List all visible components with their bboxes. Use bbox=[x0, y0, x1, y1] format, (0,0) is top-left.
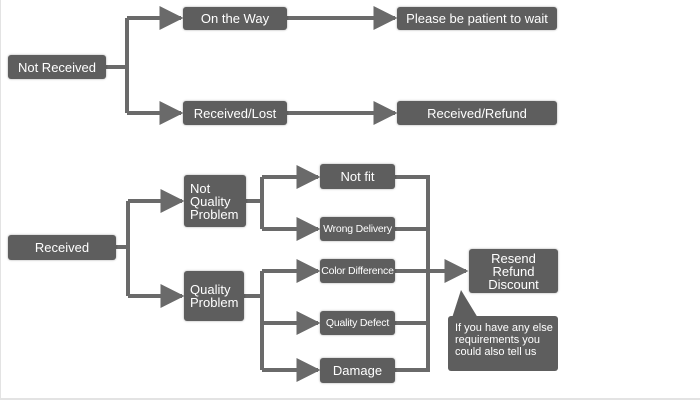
node-received-lost: Received/Lost bbox=[183, 101, 287, 125]
node-not-quality-problem: Not Quality Problem bbox=[184, 175, 246, 227]
frame-left-edge bbox=[0, 0, 1, 400]
node-damage: Damage bbox=[320, 358, 395, 383]
node-not-fit: Not fit bbox=[320, 164, 395, 189]
node-wrong-delivery: Wrong Delivery bbox=[320, 217, 395, 241]
node-patient-wait: Please be patient to wait bbox=[397, 7, 557, 30]
node-quality-problem: Quality Problem bbox=[184, 271, 244, 321]
node-resolution: Resend Refund Discount bbox=[469, 249, 558, 293]
node-received-refund: Received/Refund bbox=[397, 101, 557, 125]
callout-box bbox=[448, 316, 558, 371]
callout-pointer bbox=[452, 290, 478, 318]
node-color-difference: Color Difference bbox=[320, 259, 395, 283]
frame-bottom-edge bbox=[0, 398, 700, 400]
node-on-the-way: On the Way bbox=[183, 7, 287, 30]
node-received: Received bbox=[8, 235, 116, 260]
node-quality-defect: Quality Defect bbox=[320, 311, 395, 335]
callout-text: If you have any else requirements you co… bbox=[455, 322, 553, 358]
node-not-received: Not Received bbox=[8, 55, 106, 79]
callout-bubble bbox=[448, 290, 558, 371]
branch-received bbox=[116, 165, 469, 382]
branch-not-received bbox=[106, 6, 398, 125]
